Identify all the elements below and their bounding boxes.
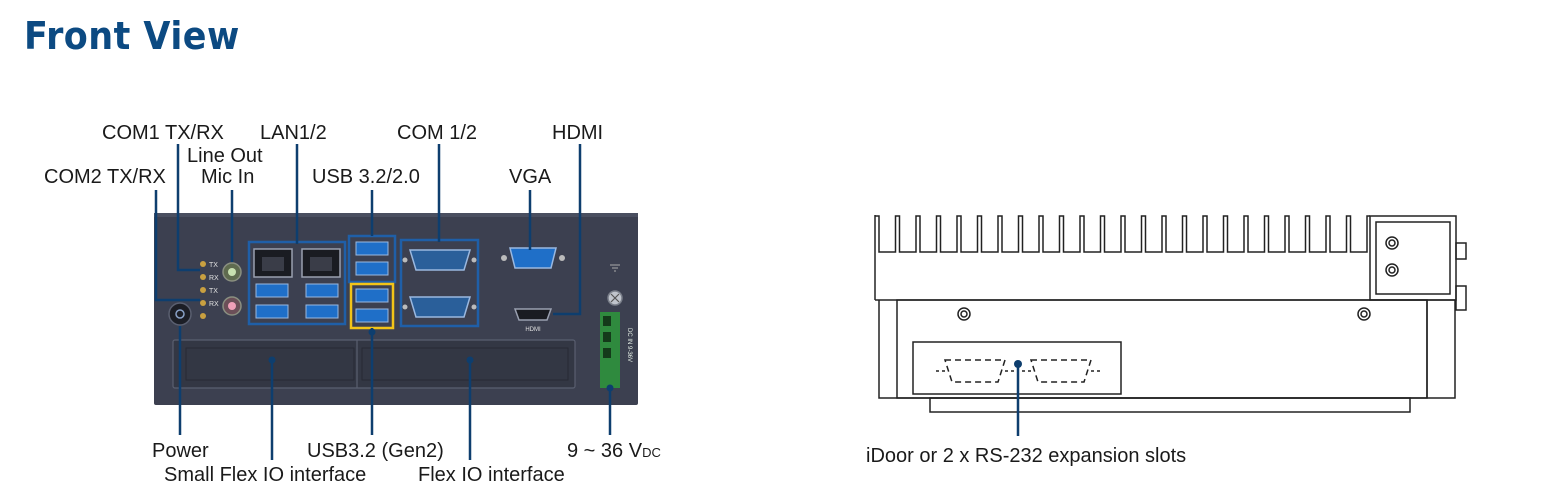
com12-label: COM 1/2: [397, 122, 478, 144]
com1-txrx-label: COM1 TX/RX: [102, 122, 224, 144]
heatsink-fins: [875, 215, 1370, 253]
mic-in-label: Mic In: [201, 166, 255, 188]
rs232-slot-icon: [1029, 359, 1093, 383]
led-rx-label: RX: [209, 275, 219, 282]
led-rx2-label: RX: [209, 301, 219, 308]
com2-port-icon: [408, 296, 472, 318]
dc-voltage: 9 ~ 36 V: [567, 440, 643, 462]
hdmi-port-label: HDMI: [525, 327, 541, 333]
usb-port-icon: [355, 308, 389, 323]
usb-port-icon: [355, 288, 389, 303]
dc-unit: DC: [642, 445, 661, 460]
callout-lines: [154, 144, 612, 460]
com2-txrx-label: COM2 TX/RX: [44, 166, 166, 188]
side-callout: [1014, 360, 1022, 436]
small-flex-io-label: Small Flex IO interface: [164, 464, 367, 486]
lan-label: LAN1/2: [260, 122, 327, 144]
dc-input-label: 9 ~ 36 VDC: [567, 440, 661, 464]
vga-port-icon: [509, 247, 557, 269]
front-panel-device: TX RX TX RX: [154, 213, 638, 405]
hdmi-port-icon: [513, 308, 553, 321]
com1-port-icon: [408, 249, 472, 271]
vga-label: VGA: [509, 166, 552, 188]
heatsink-fin-profile: [875, 215, 1370, 253]
expansion-slots-label: iDoor or 2 x RS-232 expansion slots: [866, 445, 1187, 467]
side-view-device: [874, 215, 1467, 413]
flex-io-bays: [172, 339, 576, 389]
line-out-label: Line Out: [187, 145, 263, 167]
power-button-icon: [168, 302, 192, 326]
usb-port-icon: [255, 283, 289, 298]
led-tx-label: TX: [209, 262, 218, 269]
dc-terminal-label: DC IN 9-36V: [626, 328, 632, 362]
usb-port-icon: [255, 304, 289, 319]
rs232-slot-icon: [943, 359, 1007, 383]
callout-dots: [268, 328, 614, 392]
power-label: Power: [152, 440, 209, 462]
page-title: Front View: [24, 14, 240, 58]
led-tx2-label: TX: [209, 288, 218, 295]
usb-port-icon: [305, 304, 339, 319]
status-leds: TX RX TX RX: [200, 261, 219, 319]
hdmi-label: HDMI: [552, 122, 604, 144]
usb32-20-label: USB 3.2/2.0: [312, 166, 420, 188]
flex-io-label: Flex IO interface: [418, 464, 565, 486]
usb-port-icon: [355, 261, 389, 276]
usb-port-icon: [305, 283, 339, 298]
usb32-gen2-label: USB3.2 (Gen2): [307, 440, 444, 462]
usb-port-icon: [355, 241, 389, 256]
